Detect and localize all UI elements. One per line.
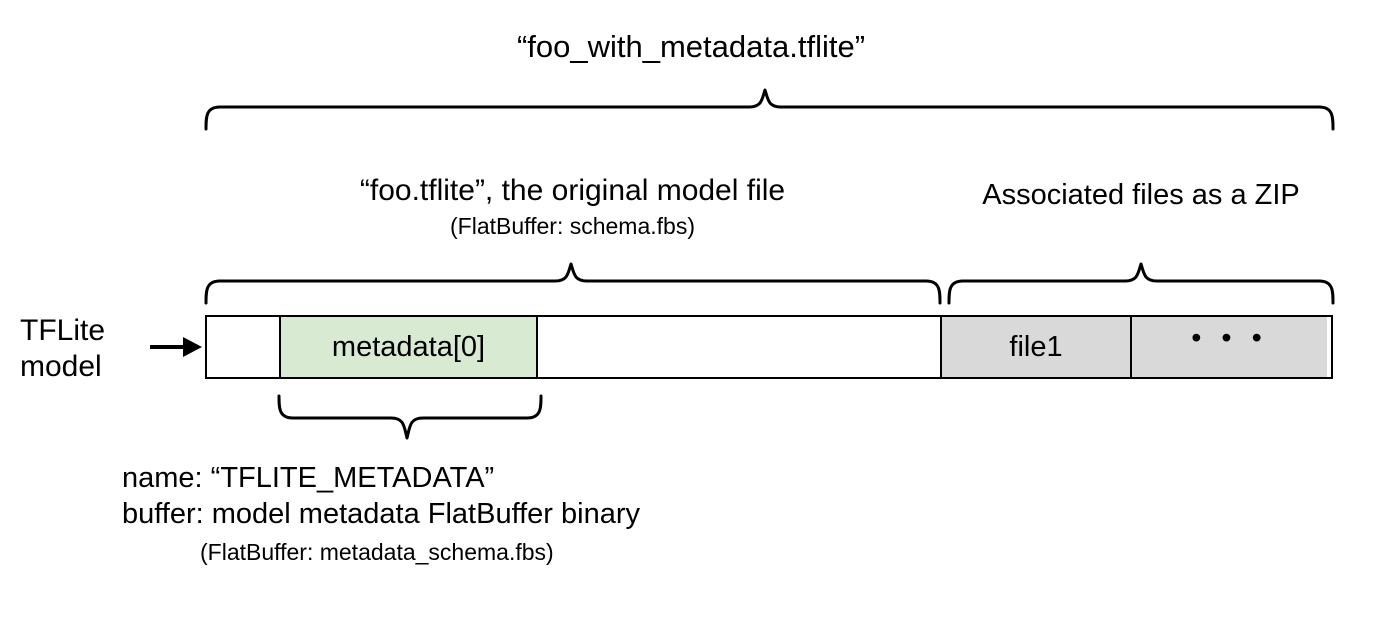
page-title: “foo_with_metadata.tflite” — [516, 29, 866, 64]
segment-file1: file1 — [940, 317, 1132, 377]
segment-empty-left — [207, 317, 279, 377]
metadata-caption: name: “TFLITE_METADATA” buffer: model me… — [122, 460, 640, 569]
model-file-sublabel: (FlatBuffer: schema.fbs) — [450, 213, 695, 239]
segment-more: • • • — [1132, 317, 1327, 377]
caption-line3: (FlatBuffer: metadata_schema.fbs) — [200, 539, 554, 565]
arrow-icon-shaft — [150, 345, 188, 349]
arrow-icon-head — [183, 337, 202, 357]
model-byte-layout-bar: metadata[0] file1 • • • — [205, 315, 1333, 379]
model-file-label-main: “foo.tflite”, the original model file — [359, 174, 786, 207]
brace-full-file — [204, 88, 1335, 131]
caption-line2: buffer: model metadata FlatBuffer binary — [122, 498, 640, 530]
source-label: TFLite model — [20, 313, 146, 385]
segment-empty-mid — [538, 317, 940, 377]
segment-metadata: metadata[0] — [279, 317, 538, 377]
caption-line1: name: “TFLITE_METADATA” — [122, 462, 495, 494]
segment-more-label: • • • — [1191, 321, 1268, 354]
source-label-line1: TFLite — [20, 314, 106, 347]
source-label-line2: model — [20, 350, 102, 383]
brace-metadata — [277, 394, 543, 440]
model-file-label: “foo.tflite”, the original model file (F… — [205, 172, 940, 242]
brace-model-file — [204, 262, 942, 305]
brace-zip — [947, 262, 1335, 305]
zip-label: Associated files as a ZIP — [982, 179, 1300, 211]
